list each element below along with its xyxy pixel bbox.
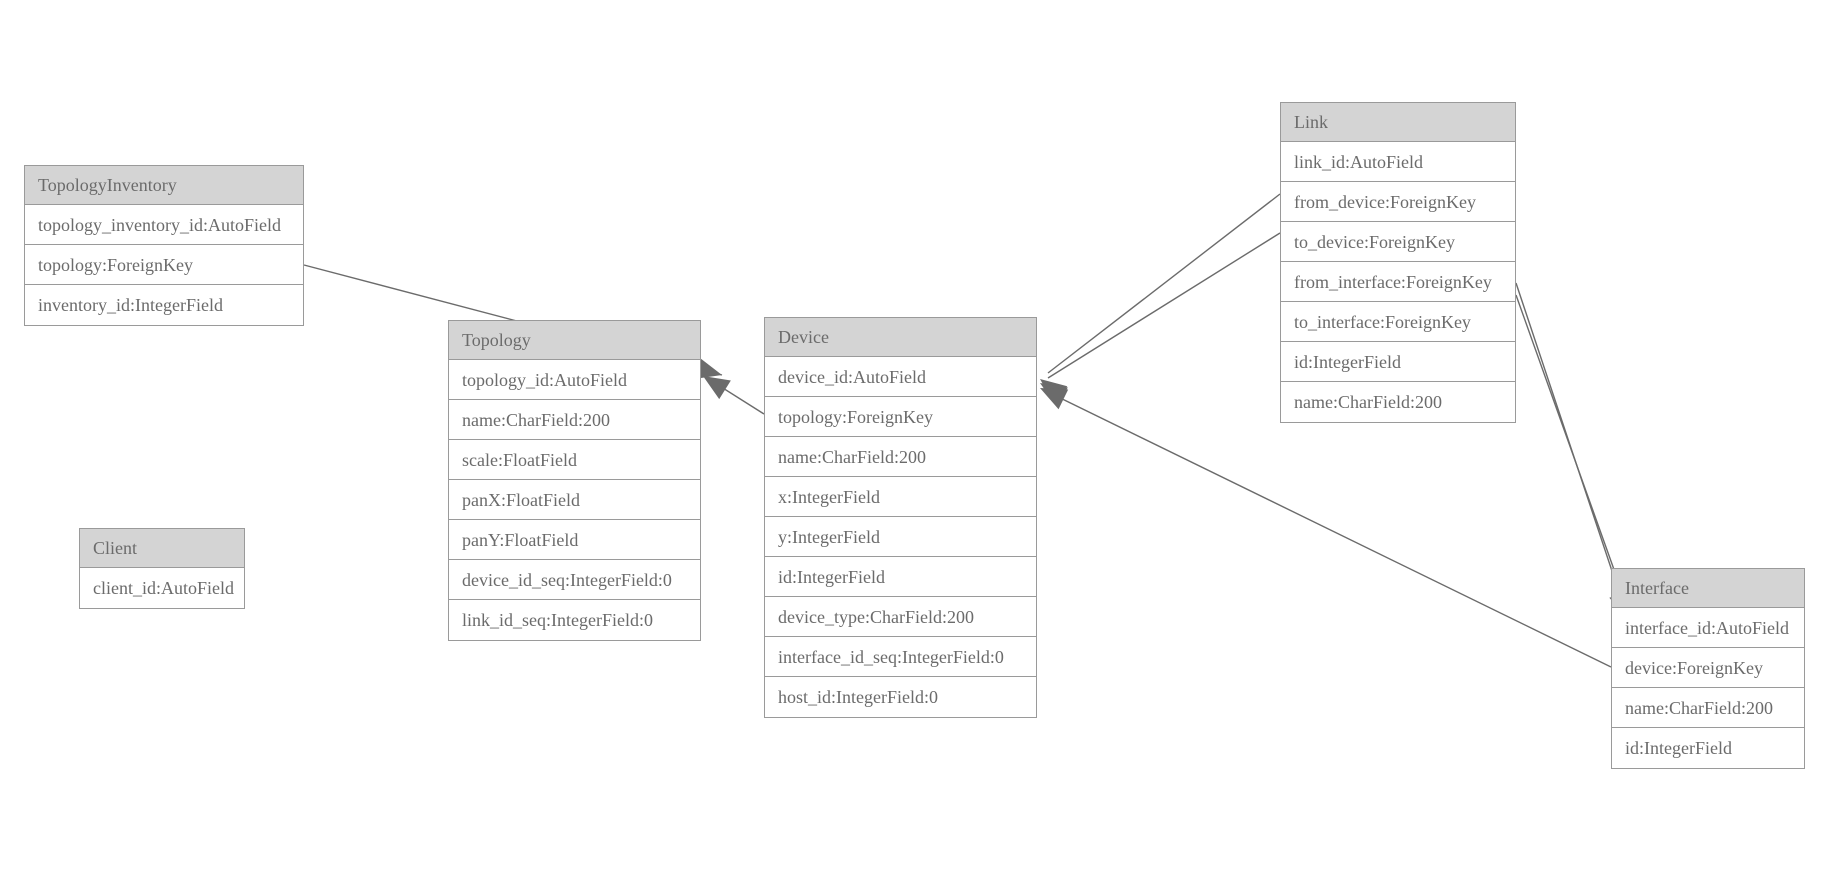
entity-field-row[interactable]: link_id_seq:IntegerField:0 [449,600,700,640]
entity-field-row[interactable]: name:CharField:200 [765,437,1036,477]
entity-field-row[interactable]: id:IntegerField [1281,342,1515,382]
entity-field-row[interactable]: name:CharField:200 [449,400,700,440]
entity-field-row[interactable]: topology:ForeignKey [25,245,303,285]
relationship-line[interactable] [1047,232,1281,379]
entity-title-interface: Interface [1612,569,1804,608]
relationship-line[interactable] [1047,193,1281,374]
relationship-line[interactable] [706,377,765,415]
entity-field-row[interactable]: device_type:CharField:200 [765,597,1036,637]
entity-title-topology_inventory: TopologyInventory [25,166,303,205]
entity-field-row[interactable]: host_id:IntegerField:0 [765,677,1036,717]
entity-title-topology: Topology [449,321,700,360]
relationship-arrowhead [1040,383,1068,407]
relationship-line[interactable] [1515,282,1625,608]
entity-field-row[interactable]: scale:FloatField [449,440,700,480]
entity-field-row[interactable]: topology_id:AutoField [449,360,700,400]
relationship-line[interactable] [1049,392,1612,668]
entity-field-row[interactable]: topology:ForeignKey [765,397,1036,437]
relationship-arrowhead [703,376,731,400]
entity-field-row[interactable]: y:IntegerField [765,517,1036,557]
entity-field-row[interactable]: id:IntegerField [1612,728,1804,768]
entity-field-row[interactable]: device:ForeignKey [1612,648,1804,688]
entity-title-link: Link [1281,103,1515,142]
entity-field-row[interactable]: interface_id_seq:IntegerField:0 [765,637,1036,677]
entity-field-row[interactable]: device_id:AutoField [765,357,1036,397]
entity-field-row[interactable]: to_device:ForeignKey [1281,222,1515,262]
entity-field-row[interactable]: from_interface:ForeignKey [1281,262,1515,302]
entity-field-row[interactable]: client_id:AutoField [80,568,244,608]
entity-field-row[interactable]: x:IntegerField [765,477,1036,517]
relationship-arrowhead [1040,388,1069,410]
entity-field-row[interactable]: to_interface:ForeignKey [1281,302,1515,342]
entity-field-row[interactable]: panY:FloatField [449,520,700,560]
entity-title-client: Client [80,529,244,568]
entity-field-row[interactable]: interface_id:AutoField [1612,608,1804,648]
entity-field-row[interactable]: inventory_id:IntegerField [25,285,303,325]
entity-field-row[interactable]: name:CharField:200 [1612,688,1804,728]
entity-field-row[interactable]: panX:FloatField [449,480,700,520]
entity-field-row[interactable]: link_id:AutoField [1281,142,1515,182]
relationship-line[interactable] [1515,294,1628,607]
relationship-arrowhead [1040,379,1068,404]
entity-field-row[interactable]: name:CharField:200 [1281,382,1515,422]
entity-field-row[interactable]: topology_inventory_id:AutoField [25,205,303,245]
entity-field-row[interactable]: from_device:ForeignKey [1281,182,1515,222]
entity-title-device: Device [765,318,1036,357]
entity-field-row[interactable]: id:IntegerField [765,557,1036,597]
entity-field-row[interactable]: device_id_seq:IntegerField:0 [449,560,700,600]
